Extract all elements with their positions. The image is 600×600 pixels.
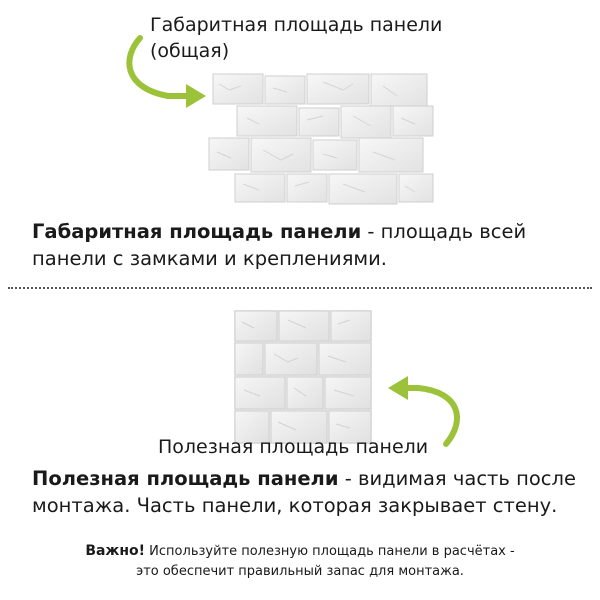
full-area-caption-line1: Габаритная площадь панели bbox=[150, 14, 443, 36]
full-area-definition-term: Габаритная площадь панели bbox=[32, 220, 362, 243]
important-note-label: Важно! bbox=[85, 543, 146, 559]
useful-area-definition: Полезная площадь панели - видимая часть … bbox=[32, 465, 592, 519]
useful-area-definition-term: Полезная площадь панели bbox=[32, 467, 339, 490]
curved-arrow-right-icon bbox=[126, 35, 206, 108]
full-area-definition-line2: панели с замками и креплениями. bbox=[32, 247, 388, 270]
useful-panel-image bbox=[234, 310, 372, 444]
important-note: Важно! Используйте полезную площадь пане… bbox=[0, 541, 600, 582]
curved-arrow-left-icon bbox=[388, 376, 461, 447]
useful-area-caption: Полезная площадь панели bbox=[158, 436, 429, 458]
full-area-definition-rest: - площадь всей bbox=[361, 220, 527, 243]
important-note-line2: это обеспечит правильный запас для монта… bbox=[136, 564, 464, 579]
important-note-line1: Используйте полезную площадь панели в ра… bbox=[145, 544, 515, 559]
useful-area-definition-line2: монтажа. Часть панели, которая закрывает… bbox=[32, 494, 558, 517]
full-area-caption-line2: (общая) bbox=[150, 40, 230, 62]
full-area-definition: Габаритная площадь панели - площадь всей… bbox=[32, 218, 592, 272]
full-panel-image bbox=[208, 73, 434, 205]
section-divider bbox=[8, 287, 592, 289]
useful-area-definition-rest: - видимая часть после bbox=[338, 467, 576, 490]
